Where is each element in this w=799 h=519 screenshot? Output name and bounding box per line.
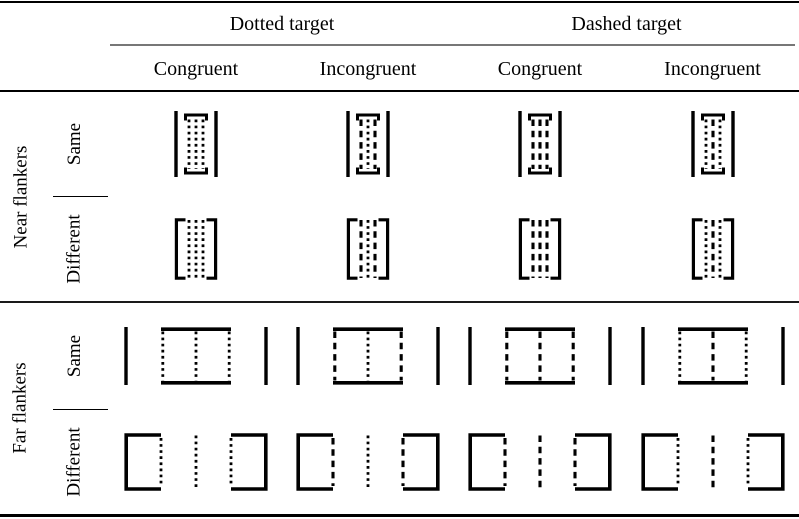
rule-top xyxy=(0,1,799,3)
stimulus-drawing xyxy=(690,111,735,177)
stimulus-far-different-dotted-target-dotted-flankers xyxy=(110,410,282,514)
rule-under-header xyxy=(0,90,799,92)
stimulus-drawing xyxy=(640,327,785,385)
row-label-near-same: Same xyxy=(55,92,95,196)
column-group-dashed-target: Dashed target xyxy=(454,10,799,38)
row-divider-far xyxy=(53,409,108,410)
stimulus-drawing xyxy=(124,433,268,491)
stimulus-near-different-dashed-target-dotted-flankers xyxy=(626,197,799,301)
stimulus-far-different-dashed-target-dashed-flankers xyxy=(454,410,626,514)
stimulus-drawing xyxy=(518,218,562,280)
column-header-dotted-incongruent: Incongruent xyxy=(282,55,454,83)
row-group-label: Far flankers xyxy=(10,362,31,454)
stimulus-near-same-dashed-target-dashed-flankers xyxy=(454,92,626,196)
stimulus-drawing xyxy=(174,111,218,177)
row-group-far-flankers: Far flankers xyxy=(0,302,42,514)
column-header-label: Congruent xyxy=(153,57,239,80)
row-label-far-different: Different xyxy=(55,410,95,514)
stimulus-drawing xyxy=(174,218,218,280)
stimulus-near-same-dotted-target-dashed-flankers xyxy=(282,92,454,196)
stimulus-drawing xyxy=(296,327,440,385)
row-label-far-same: Same xyxy=(55,303,95,409)
rule-section-divider xyxy=(0,301,799,303)
column-header-label: Incongruent xyxy=(664,57,761,80)
stimulus-far-same-dotted-target-dotted-flankers xyxy=(110,303,282,409)
column-group-label: Dashed target xyxy=(571,12,682,35)
stimulus-near-same-dashed-target-dotted-flankers xyxy=(626,92,799,196)
stimulus-far-same-dashed-target-dotted-flankers xyxy=(626,303,799,409)
stimulus-drawing xyxy=(346,111,390,177)
stimulus-drawing xyxy=(124,327,268,385)
column-group-dotted-target: Dotted target xyxy=(110,10,454,38)
row-label: Same xyxy=(64,334,85,378)
column-header-label: Congruent xyxy=(497,57,583,80)
stimulus-far-same-dashed-target-dashed-flankers xyxy=(454,303,626,409)
stimulus-drawing xyxy=(468,433,612,491)
stimulus-drawing xyxy=(468,327,612,385)
stimulus-near-same-dotted-target-dotted-flankers xyxy=(110,92,282,196)
row-label-near-different: Different xyxy=(55,197,95,301)
row-divider-near xyxy=(53,196,108,197)
stimulus-far-different-dashed-target-dotted-flankers xyxy=(626,410,799,514)
stimulus-far-same-dotted-target-dashed-flankers xyxy=(282,303,454,409)
stimulus-drawing xyxy=(640,433,785,491)
column-header-dashed-congruent: Congruent xyxy=(454,55,626,83)
stimulus-far-different-dotted-target-dashed-flankers xyxy=(282,410,454,514)
stimulus-drawing xyxy=(296,433,440,491)
stimulus-drawing xyxy=(691,218,734,280)
rule-bottom xyxy=(0,514,799,517)
column-header-label: Incongruent xyxy=(319,57,417,80)
stimulus-near-different-dotted-target-dotted-flankers xyxy=(110,197,282,301)
column-header-dashed-incongruent: Incongruent xyxy=(626,55,799,83)
rule-under-column-groups xyxy=(110,44,795,46)
stimulus-drawing xyxy=(346,218,390,280)
row-group-near-flankers: Near flankers xyxy=(0,92,42,301)
row-label: Different xyxy=(64,214,86,284)
stimulus-near-different-dashed-target-dashed-flankers xyxy=(454,197,626,301)
stimulus-drawing xyxy=(518,111,562,177)
column-group-label: Dotted target xyxy=(229,12,335,35)
column-header-dotted-congruent: Congruent xyxy=(110,55,282,83)
row-label: Same xyxy=(64,122,85,166)
row-label: Different xyxy=(64,427,86,497)
row-group-label: Near flankers xyxy=(10,145,32,248)
stimulus-near-different-dotted-target-dashed-flankers xyxy=(282,197,454,301)
